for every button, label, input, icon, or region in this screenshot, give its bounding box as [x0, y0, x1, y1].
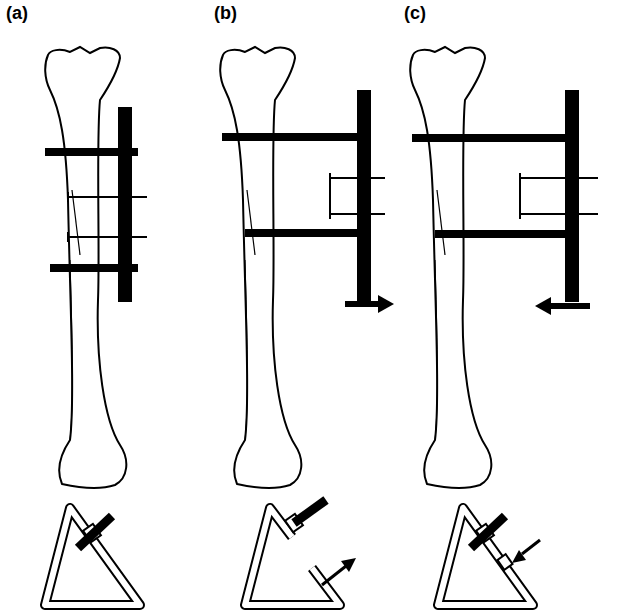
external-fixator — [45, 107, 147, 302]
external-fixator — [412, 90, 598, 315]
carabiner-open — [245, 500, 356, 605]
carabiner-closed — [45, 508, 140, 605]
tibia-bone — [410, 47, 491, 488]
carabiner-closing — [438, 508, 540, 605]
panel-label: (a) — [6, 4, 28, 24]
tibia-bone — [220, 47, 301, 488]
panel-label: (b) — [214, 4, 237, 24]
panel-label: (c) — [404, 4, 426, 24]
external-fixator — [222, 90, 394, 313]
